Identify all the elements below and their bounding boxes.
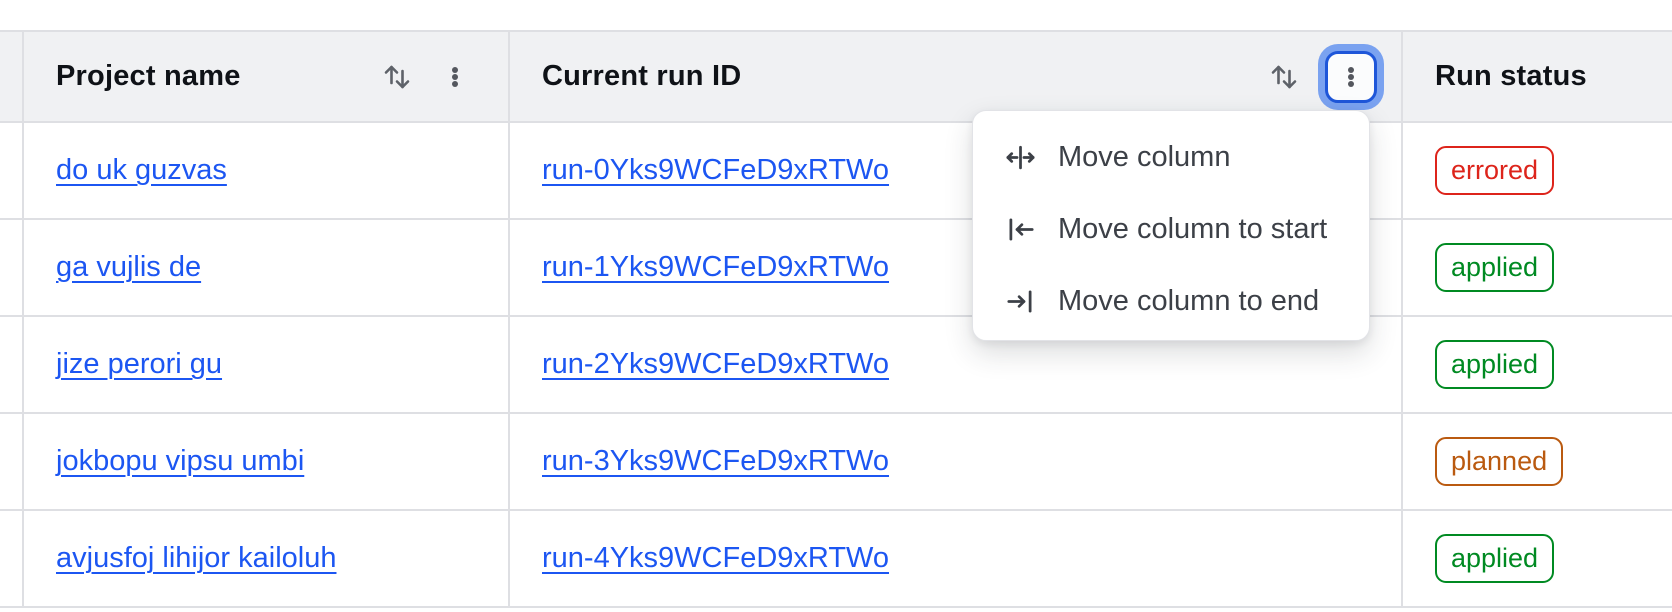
- table-row: jokbopu vipsu umbi run-3Yks9WCFeD9xRTWo …: [0, 414, 1672, 511]
- status-badge: applied: [1435, 340, 1555, 389]
- menu-item-move-column[interactable]: Move column: [973, 121, 1369, 193]
- status-badge: errored: [1435, 146, 1555, 195]
- column-label-current-run-id: Current run ID: [542, 60, 742, 92]
- project-name-link[interactable]: do uk guzvas: [56, 154, 227, 186]
- run-id-link[interactable]: run-1Yks9WCFeD9xRTWo: [542, 251, 890, 283]
- run-id-link[interactable]: run-0Yks9WCFeD9xRTWo: [542, 154, 890, 186]
- column-label-project-name: Project name: [56, 60, 241, 92]
- project-name-link[interactable]: jokbopu vipsu umbi: [56, 445, 305, 477]
- table-header-row: Project name: [0, 32, 1672, 123]
- status-badge: planned: [1435, 437, 1564, 486]
- column-options-menu: Move column Move column to start Move co…: [972, 110, 1370, 341]
- column-label-run-status: Run status: [1435, 60, 1587, 92]
- runs-table: Project name: [0, 30, 1672, 612]
- run-id-link[interactable]: run-2Yks9WCFeD9xRTWo: [542, 348, 890, 380]
- header-project-name: Project name: [24, 32, 510, 123]
- sort-arrows-icon: [380, 60, 414, 94]
- sort-project-name-button[interactable]: [380, 60, 414, 94]
- project-name-column-menu-button[interactable]: [438, 60, 472, 94]
- run-id-link[interactable]: run-4Yks9WCFeD9xRTWo: [542, 542, 890, 574]
- table-row: do uk guzvas run-0Yks9WCFeD9xRTWo errore…: [0, 123, 1672, 220]
- status-badge: applied: [1435, 534, 1555, 583]
- header-current-run-id: Current run ID: [510, 32, 1403, 123]
- header-stub-cell: [0, 32, 24, 123]
- sort-current-run-id-button[interactable]: [1267, 60, 1301, 94]
- table-body: do uk guzvas run-0Yks9WCFeD9xRTWo errore…: [0, 123, 1672, 612]
- kebab-icon: [1334, 60, 1368, 94]
- table-row: ga vujlis de run-1Yks9WCFeD9xRTWo applie…: [0, 220, 1672, 317]
- table-row: jize perori gu run-2Yks9WCFeD9xRTWo appl…: [0, 317, 1672, 414]
- menu-item-label: Move column to end: [1058, 284, 1320, 317]
- current-run-id-column-menu-button[interactable]: [1325, 50, 1377, 103]
- menu-item-label: Move column: [1058, 140, 1231, 173]
- table-row: avjusfoj lihijor kailoluh run-4Yks9WCFeD…: [0, 511, 1672, 608]
- menu-item-label: Move column to start: [1058, 212, 1328, 245]
- header-run-status: Run status: [1403, 32, 1672, 123]
- partial-row: [0, 608, 1672, 612]
- move-column-to-end-icon: [1004, 285, 1037, 318]
- project-name-link[interactable]: ga vujlis de: [56, 251, 202, 283]
- project-name-link[interactable]: avjusfoj lihijor kailoluh: [56, 542, 337, 574]
- project-name-link[interactable]: jize perori gu: [56, 348, 223, 380]
- menu-item-move-column-to-end[interactable]: Move column to end: [973, 265, 1369, 337]
- kebab-icon: [438, 60, 472, 94]
- move-column-icon: [1004, 141, 1037, 174]
- status-badge: applied: [1435, 243, 1555, 292]
- menu-item-move-column-to-start[interactable]: Move column to start: [973, 193, 1369, 265]
- move-column-to-start-icon: [1004, 213, 1037, 246]
- sort-arrows-icon: [1267, 60, 1301, 94]
- run-id-link[interactable]: run-3Yks9WCFeD9xRTWo: [542, 445, 890, 477]
